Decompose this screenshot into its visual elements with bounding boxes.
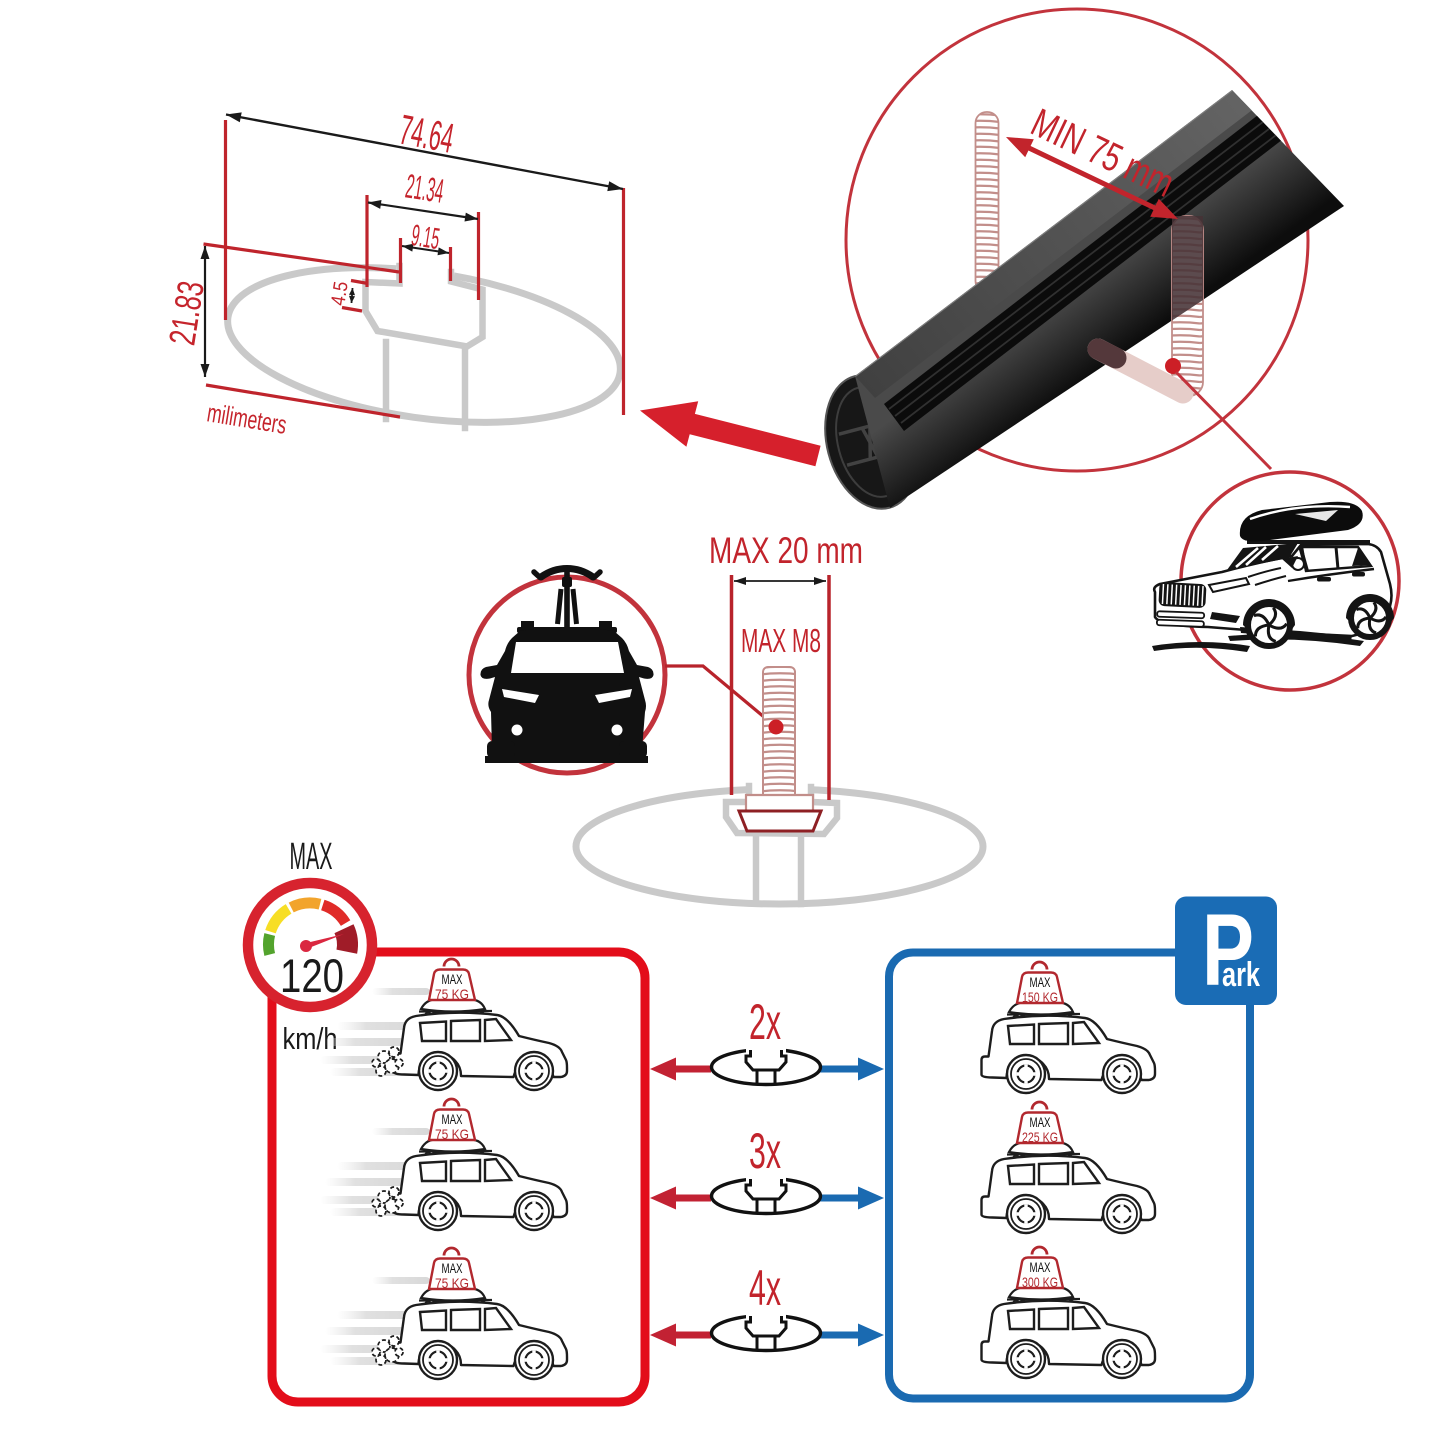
svg-text:ark: ark	[1222, 956, 1260, 994]
svg-text:MAX: MAX	[1030, 1115, 1051, 1130]
svg-text:75 KG: 75 KG	[435, 1126, 469, 1142]
svg-text:MAX 20 mm: MAX 20 mm	[709, 530, 863, 571]
svg-text:MAX: MAX	[290, 836, 333, 878]
svg-text:MAX: MAX	[442, 972, 463, 987]
svg-text:150 KG: 150 KG	[1022, 989, 1058, 1005]
svg-text:21.83: 21.83	[161, 278, 212, 348]
svg-text:MAX: MAX	[442, 1261, 463, 1276]
svg-text:9.15: 9.15	[409, 219, 442, 256]
svg-text:MAX: MAX	[442, 1112, 463, 1127]
svg-text:225 KG: 225 KG	[1022, 1129, 1058, 1145]
svg-text:120: 120	[280, 949, 344, 1002]
svg-text:3x: 3x	[749, 1123, 781, 1179]
svg-text:300 KG: 300 KG	[1022, 1274, 1058, 1290]
svg-text:2x: 2x	[749, 994, 781, 1050]
svg-text:75 KG: 75 KG	[435, 1275, 469, 1291]
svg-text:4.5: 4.5	[327, 280, 352, 307]
svg-text:MAX M8: MAX M8	[741, 622, 821, 659]
svg-text:74.64: 74.64	[396, 106, 458, 162]
svg-text:MAX: MAX	[1030, 975, 1051, 990]
svg-text:MAX: MAX	[1030, 1260, 1051, 1275]
svg-text:21.34: 21.34	[403, 167, 446, 210]
svg-text:4x: 4x	[749, 1260, 781, 1316]
svg-text:P: P	[1202, 893, 1254, 1007]
svg-text:75 KG: 75 KG	[435, 986, 469, 1002]
